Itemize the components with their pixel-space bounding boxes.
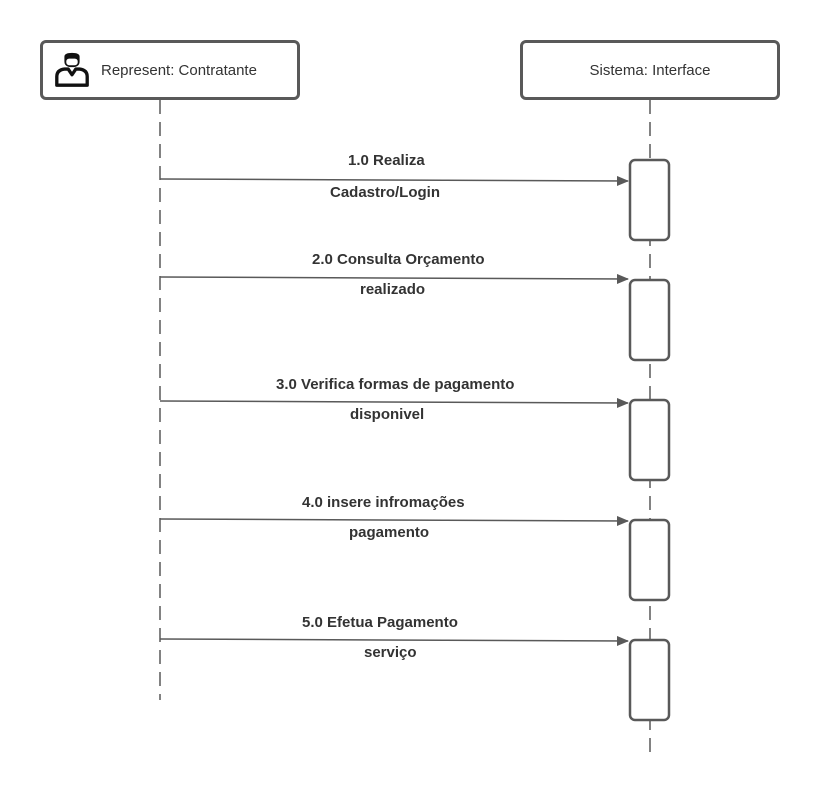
activation-box — [628, 638, 671, 722]
message-label-5: 5.0 Efetua Pagamento — [302, 614, 458, 631]
message-label-3: 3.0 Verifica formas de pagamento — [276, 376, 515, 393]
message-label-2: 2.0 Consulta Orçamento — [312, 251, 485, 268]
message-arrow-4 — [159, 515, 629, 526]
message-label-2-line2: realizado — [360, 281, 426, 298]
message-arrow-1 — [159, 175, 629, 186]
message-arrow-2 — [159, 273, 629, 284]
participant-name: Represent: Contratante — [101, 61, 257, 79]
message-label-5-line2: serviço — [364, 644, 417, 661]
participant-contratante[interactable]: Represent: Contratante — [40, 40, 300, 100]
participant-interface[interactable]: Sistema: Interface — [520, 40, 780, 100]
message-arrow-5 — [159, 635, 629, 646]
activation-box — [628, 518, 671, 602]
message-label-1-line2: Cadastro/Login — [330, 184, 441, 201]
activation-box — [628, 398, 671, 482]
activation-box — [628, 278, 671, 362]
message-label-4-line2: pagamento — [349, 524, 430, 541]
participant-name: Sistema: Interface — [589, 61, 711, 79]
message-label-4: 4.0 insere infromações — [302, 494, 465, 511]
message-label-3-line2: disponivel — [350, 406, 425, 423]
user-icon — [55, 52, 89, 87]
activation-box — [628, 158, 671, 242]
message-label-1: 1.0 Realiza — [348, 152, 425, 169]
message-arrow-3 — [159, 397, 629, 408]
